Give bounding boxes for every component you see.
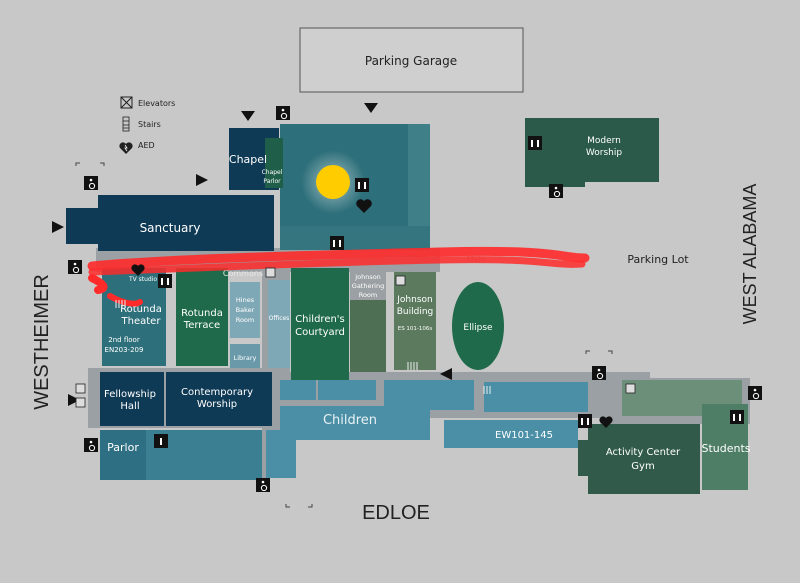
entrance-arrow-icon [52, 103, 452, 406]
sanctuary[interactable]: Sanctuary [66, 195, 274, 251]
modern-worship-label-1: Modern [587, 136, 621, 146]
fellowship-label-2: Hall [120, 401, 139, 412]
parking-lot-label: Parking Lot [627, 253, 689, 266]
parlor[interactable]: Parlor [100, 430, 262, 480]
johnson-building[interactable]: Johnson Building ES 101-106s [394, 272, 436, 370]
parlor-label: Parlor [107, 441, 139, 454]
gathering-label-3: Room [359, 291, 378, 299]
aed-icon [119, 142, 133, 154]
street-west-alabama: WEST ALABAMA [740, 184, 760, 325]
contemporary-worship[interactable]: Contemporary Worship [166, 372, 272, 426]
courtyard-label-2: Courtyard [295, 327, 345, 338]
wheelchair-icon [68, 106, 762, 492]
modern-worship[interactable]: Modern Worship [525, 118, 659, 187]
hines-baker-room[interactable]: Hines Baker Room [230, 282, 260, 338]
tv-studio-label: TV studio [128, 276, 157, 283]
elevator-icon [75, 267, 636, 408]
activity-center-gym[interactable]: Activity Center Gym [578, 380, 742, 494]
hines-baker-label-2: Baker [236, 306, 255, 314]
rotunda-rooms-label-1: 2nd floor [108, 336, 140, 344]
legend-elevators: Elevators [138, 99, 175, 108]
childrens-courtyard[interactable]: Children's Courtyard [291, 268, 349, 380]
chapel-parlor-label-2: Parlor [263, 178, 281, 185]
johnson-building-label-1: Johnson [396, 295, 432, 305]
stairs-icon [122, 116, 130, 132]
modern-worship-label-2: Worship [586, 148, 622, 158]
johnson-building-rooms: ES 101-106s [398, 326, 433, 332]
restroom-icon [154, 136, 744, 448]
ew-rooms-label: EW101-145 [495, 430, 553, 441]
hines-baker-label-1: Hines [236, 296, 255, 304]
legend: Elevators Stairs AED [119, 96, 175, 154]
gathering-label-2: Gathering [352, 282, 384, 290]
location-marker [316, 165, 350, 199]
aed-icon [131, 199, 613, 428]
chapel[interactable]: Chapel Chapel Parlor [229, 128, 283, 190]
gathering-label-1: Johnson [354, 273, 381, 281]
library[interactable]: Library [230, 344, 260, 368]
sanctuary-label: Sanctuary [140, 221, 201, 235]
children-wing[interactable]: Children EW101-145 [266, 380, 588, 478]
street-westheimer: WESTHEIMER [31, 274, 53, 410]
chapel-label: Chapel [229, 153, 267, 166]
hines-baker-label-3: Room [236, 316, 255, 324]
parking-garage[interactable]: Parking Garage [299, 27, 524, 93]
children-label: Children [323, 413, 377, 428]
door-bracket [75, 162, 613, 508]
johnson-building-label-2: Building [397, 307, 434, 317]
rotunda-terrace-label-2: Terrace [183, 320, 220, 331]
legend-stairs: Stairs [138, 120, 161, 129]
contemporary-label-1: Contemporary [181, 387, 253, 398]
fellowship-label-1: Fellowship [104, 389, 156, 400]
offices[interactable]: Offices [268, 280, 290, 368]
gym-label-2: Gym [631, 461, 654, 472]
legend-aed: AED [138, 141, 155, 150]
red-route-highlight [87, 246, 590, 307]
rotunda-theater-label-2: Theater [121, 316, 162, 327]
contemporary-label-2: Worship [197, 399, 237, 410]
rotunda-theater[interactable]: TV studio Rotunda Theater 2nd floor EN20… [102, 268, 166, 366]
offices-label: Offices [269, 315, 290, 322]
students-label: Students [701, 442, 750, 455]
elevator-icon [120, 96, 133, 109]
stairs-icon [115, 300, 491, 394]
library-label: Library [234, 354, 257, 362]
johnson-gathering-room[interactable]: Johnson Gathering Room [350, 268, 386, 372]
street-edloe: EDLOE [362, 502, 430, 524]
rotunda-theater-label-1: Rotunda [120, 304, 162, 315]
courtyard-label-1: Children's [295, 314, 345, 325]
parking-garage-label: Parking Garage [365, 54, 457, 68]
fellowship-hall[interactable]: Fellowship Hall [100, 372, 164, 426]
commons-label: Commons [223, 269, 263, 278]
rotunda-rooms-label-2: EN203-209 [105, 346, 144, 354]
ellipse-label: Ellipse [463, 323, 493, 333]
gym-label-1: Activity Center [606, 447, 681, 458]
chapel-parlor-label-1: Chapel [262, 169, 283, 176]
rotunda-terrace[interactable]: Rotunda Terrace [176, 268, 228, 366]
rotunda-terrace-label-1: Rotunda [181, 308, 223, 319]
ellipse[interactable]: Ellipse [452, 282, 504, 370]
